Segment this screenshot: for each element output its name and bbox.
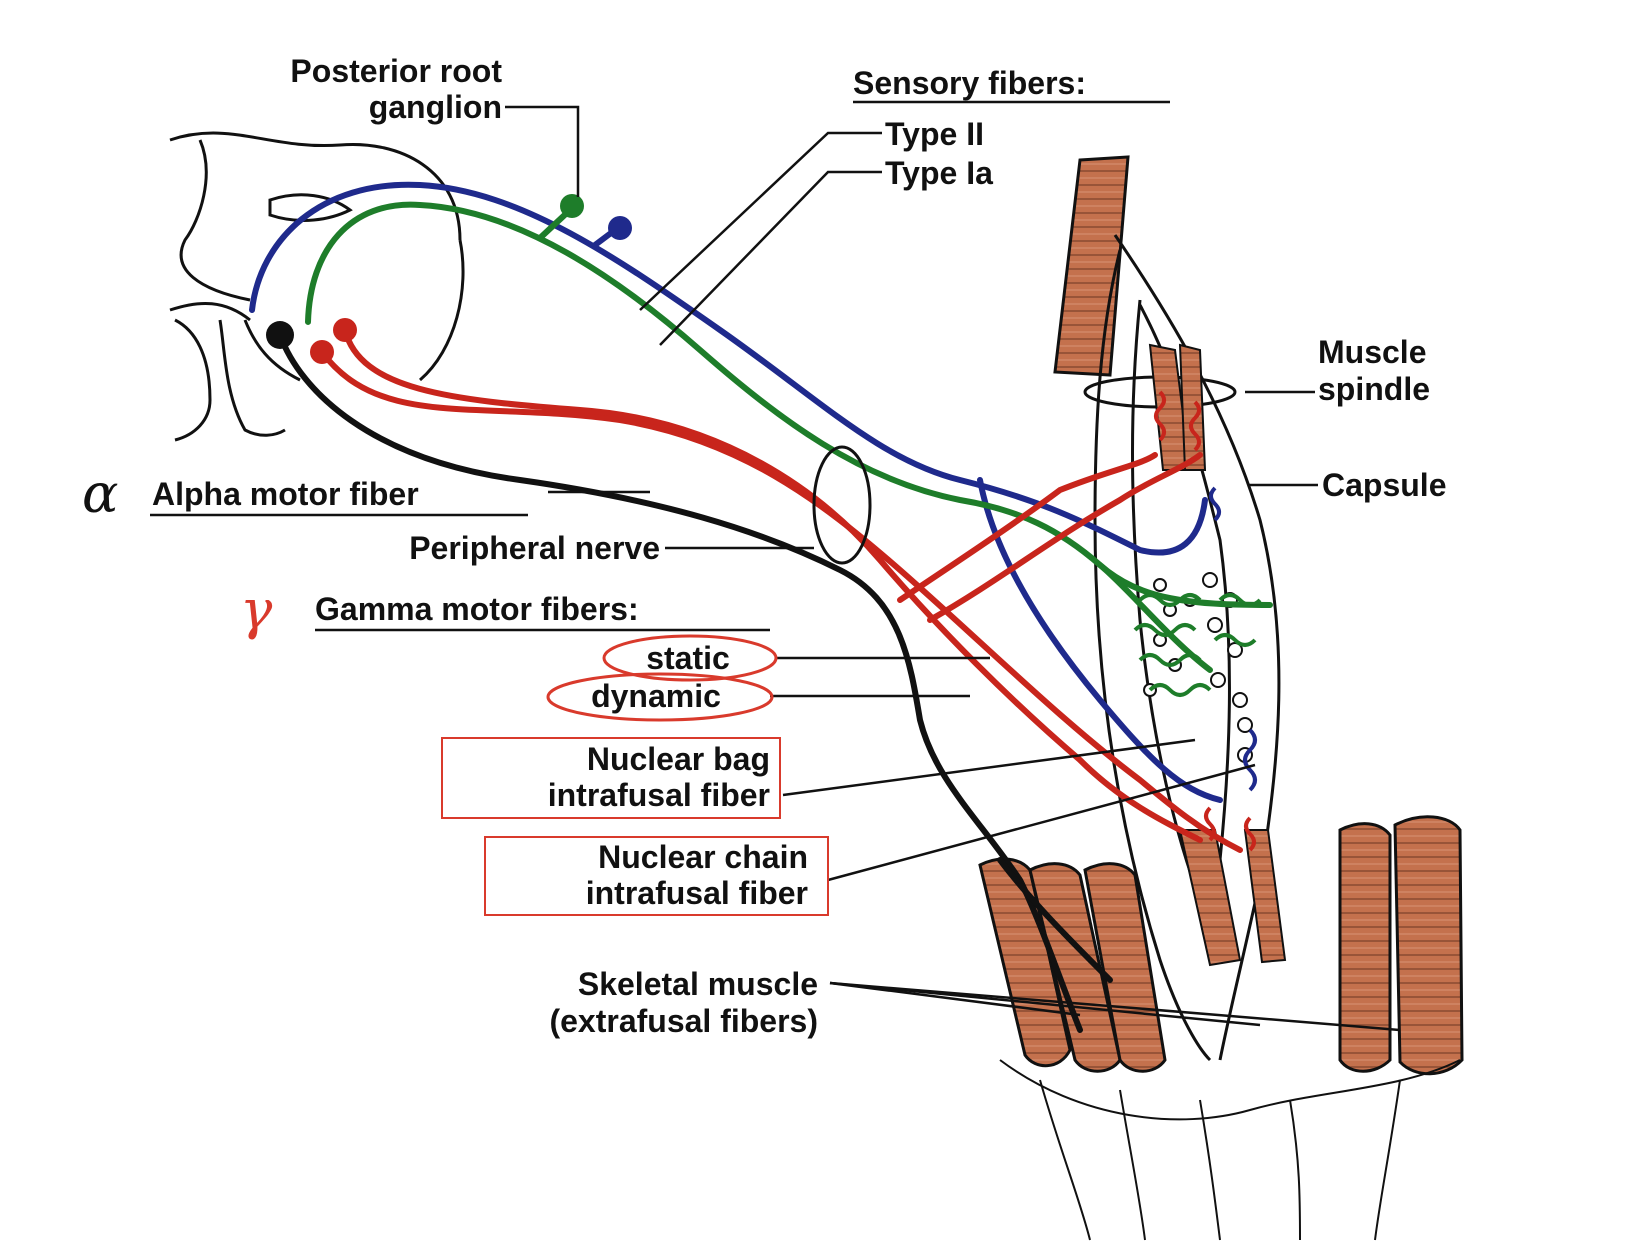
type-ii-ganglion-cell [608, 216, 632, 240]
muscle-spindle-label-line1: Muscle [1318, 334, 1426, 370]
alpha-motor-fiber-label: Alpha motor fiber [152, 476, 419, 512]
posterior-root-label-line2: ganglion [369, 89, 502, 125]
type-ia-ganglion-cell [560, 194, 584, 218]
upper-muscle-block [1053, 155, 1130, 377]
dynamic-label: dynamic [591, 678, 721, 714]
nuclear-chain-label-line2: intrafusal fiber [586, 875, 808, 911]
sensory-fibers-label: Sensory fibers: [853, 65, 1086, 101]
gamma-dynamic-fiber [342, 327, 1203, 843]
alpha-motor-fiber [277, 332, 1113, 1033]
peripheral-nerve-label: Peripheral nerve [409, 530, 660, 566]
gamma-handwritten-symbol: γ [240, 578, 273, 641]
gamma-motor-fibers-label: Gamma motor fibers: [315, 591, 639, 627]
skeletal-muscle-label-line1: Skeletal muscle [578, 966, 818, 1002]
type-ia-label: Type Ia [885, 155, 993, 191]
label-underlines [150, 100, 1170, 632]
static-highlight-ellipse [602, 634, 778, 682]
alpha-motor-neuron [266, 321, 294, 349]
nuclear-bag-label-line2: intrafusal fiber [548, 777, 770, 813]
posterior-root-label-line1: Posterior root [290, 53, 502, 89]
static-label: static [646, 640, 730, 676]
alpha-handwritten-symbol: α [82, 462, 118, 525]
gamma-static-motor-neuron [333, 318, 357, 342]
green-annulospiral-endings [1133, 593, 1262, 697]
leader-lines [505, 105, 1401, 1032]
red-flower-spray-endings [1154, 390, 1256, 852]
nuclear-chain-label-line1: Nuclear chain [598, 839, 808, 875]
tendon [999, 1059, 1461, 1241]
muscle-spindle-label-line2: spindle [1318, 371, 1430, 407]
extrafusal-muscle-bundle [978, 815, 1464, 1076]
nuclear-chain-box [484, 836, 829, 916]
blue-secondary-endings [1209, 486, 1257, 792]
skeletal-muscle-label-line2: (extrafusal fibers) [549, 1003, 818, 1039]
gamma-dynamic-motor-neuron [310, 340, 334, 364]
dynamic-highlight-ellipse [546, 672, 774, 722]
nuclear-bag-box [441, 737, 781, 819]
type-ii-label: Type II [885, 116, 984, 152]
capsule-label: Capsule [1322, 467, 1446, 503]
peripheral-nerve-ring [812, 445, 872, 565]
nuclear-bag-label-line1: Nuclear bag [587, 741, 770, 777]
